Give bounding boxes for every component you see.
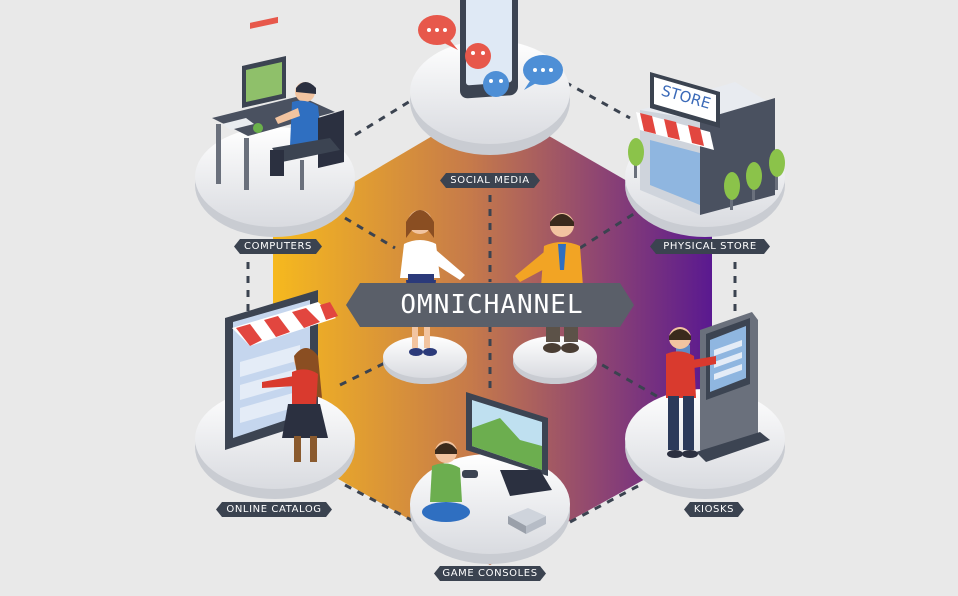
tablet-catalog-icon xyxy=(225,290,338,450)
gamer-icon xyxy=(422,441,478,522)
smartphone-icon xyxy=(460,0,518,99)
store-awning xyxy=(636,112,714,150)
label-online-catalog: ONLINE CATALOG xyxy=(216,502,332,517)
label-kiosks: KIOSKS xyxy=(684,502,744,517)
computer-desk-icon xyxy=(212,16,344,190)
tree-icon xyxy=(628,138,785,210)
hub-hexagon xyxy=(273,102,712,565)
kiosk-user-icon xyxy=(666,327,716,458)
omnichannel-title: OMNICHANNEL xyxy=(400,290,584,320)
connector-lines xyxy=(246,80,737,524)
omnichannel-banner xyxy=(346,283,634,327)
chat-bubble-icon xyxy=(418,15,563,90)
label-computers: COMPUTERS xyxy=(234,239,322,254)
shopper-woman-icon xyxy=(262,348,328,462)
label-physical-store: PHYSICAL STORE xyxy=(650,239,770,254)
platform-man xyxy=(513,336,597,384)
game-console-icon xyxy=(508,508,546,534)
kiosk-icon xyxy=(696,312,770,462)
catalog-awning xyxy=(232,302,338,346)
label-social-media: SOCIAL MEDIA xyxy=(440,173,540,188)
platform-woman xyxy=(383,336,467,384)
label-game-consoles: GAME CONSOLES xyxy=(434,566,546,581)
tv-screen-icon xyxy=(466,392,552,496)
